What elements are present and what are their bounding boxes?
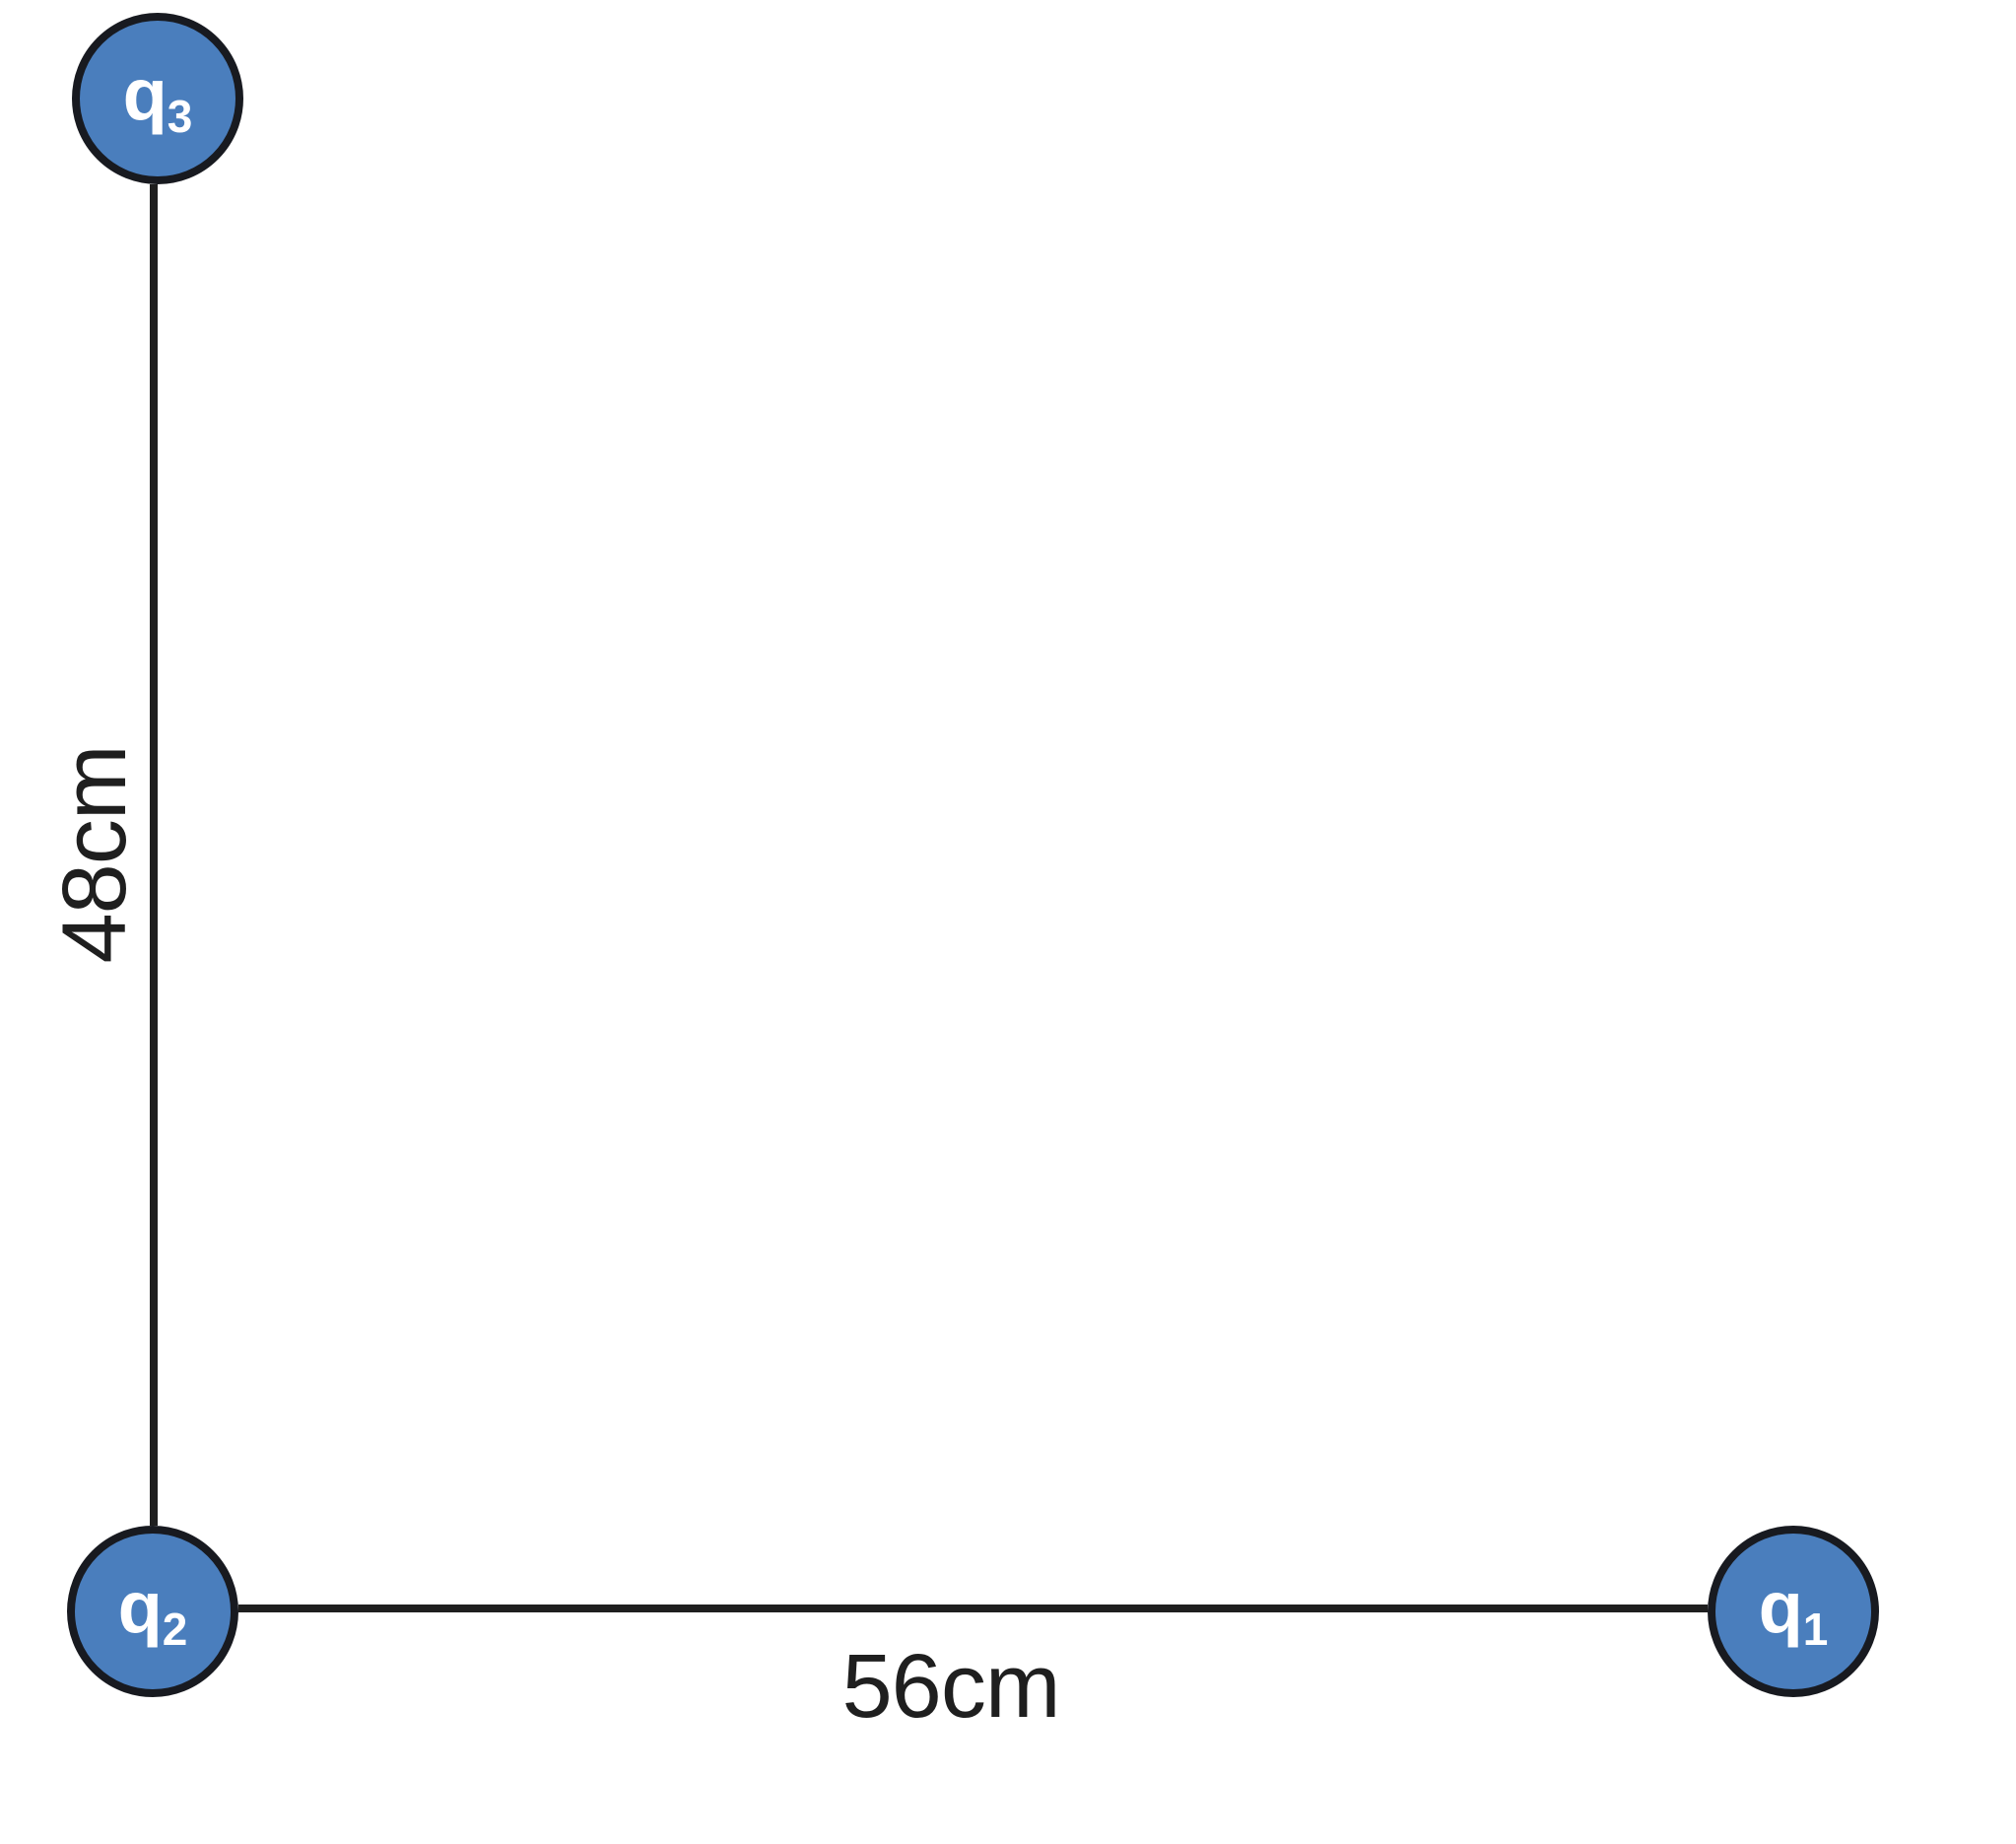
charge-label-q1-subscript: 1 xyxy=(1802,1603,1829,1655)
charge-label-q2-base: q xyxy=(117,1566,163,1649)
charge-node-q3: q3 xyxy=(72,13,243,184)
distance-label-horizontal: 56cm xyxy=(841,1636,1061,1737)
edge-line-q2-q1 xyxy=(238,1605,1708,1612)
charge-label-q2: q2 xyxy=(118,1571,188,1652)
charge-label-q3-base: q xyxy=(122,53,168,136)
charge-node-q1: q1 xyxy=(1708,1526,1879,1697)
charge-label-q2-subscript: 2 xyxy=(162,1603,188,1655)
charge-label-q3: q3 xyxy=(123,58,193,139)
charge-node-q2: q2 xyxy=(67,1526,238,1697)
charge-label-q1-base: q xyxy=(1758,1566,1803,1649)
distance-label-vertical: 48cm xyxy=(44,745,145,964)
charge-label-q1: q1 xyxy=(1759,1571,1829,1652)
edge-line-q3-q2 xyxy=(150,184,158,1526)
charge-label-q3-subscript: 3 xyxy=(167,90,193,142)
